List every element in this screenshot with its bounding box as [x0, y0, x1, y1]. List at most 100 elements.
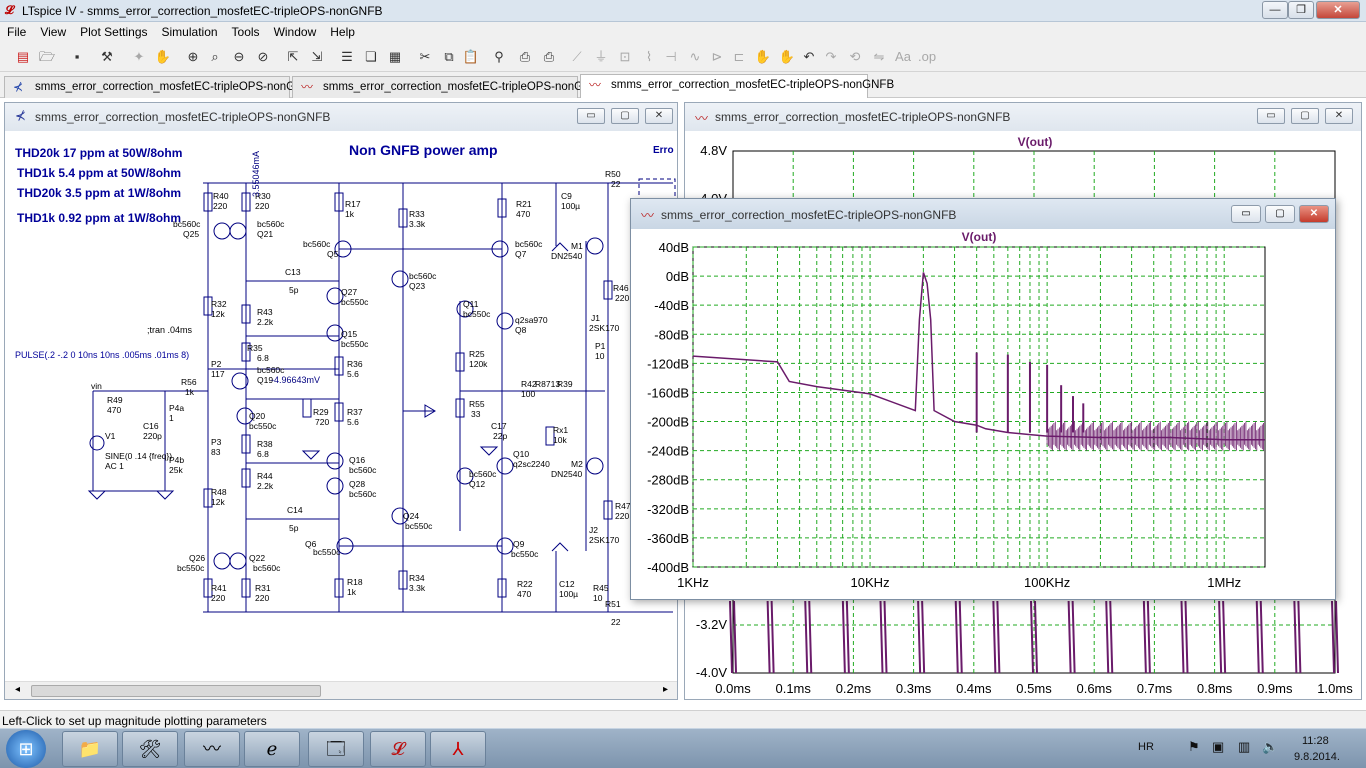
component-label[interactable]: R51	[605, 599, 621, 609]
component-label[interactable]: R41	[211, 583, 227, 593]
minimize-button[interactable]: —	[1262, 1, 1288, 19]
component-label[interactable]: R37	[347, 407, 363, 417]
component-label[interactable]: Q10	[513, 449, 529, 459]
component-label[interactable]: R50	[605, 169, 621, 179]
zoom-cancel-icon[interactable]: ⊘	[257, 49, 269, 64]
menu-simulation[interactable]: Simulation	[161, 25, 218, 39]
component-label[interactable]: R56	[181, 377, 197, 387]
ground-icon[interactable]: ⏚	[594, 49, 608, 64]
drag-icon[interactable]: ✋	[778, 49, 796, 64]
component-label[interactable]: R8713	[535, 379, 560, 389]
component-label[interactable]: R22	[517, 579, 533, 589]
component-label[interactable]: R40	[213, 191, 229, 201]
component-label[interactable]: C13	[285, 267, 301, 277]
component-label[interactable]: 220	[615, 511, 629, 521]
flag-icon[interactable]: ⚑	[1188, 739, 1200, 754]
network-icon[interactable]: ▥	[1238, 739, 1251, 754]
mirror-icon[interactable]: ⇋	[873, 49, 885, 64]
start-button[interactable]: ⊞	[6, 730, 46, 768]
component-label[interactable]: C17	[491, 421, 507, 431]
pulse-directive[interactable]: PULSE(.2 -.2 0 10ns 10ns .005ms .01ms 8)	[15, 350, 189, 360]
component-label[interactable]: 100µ	[559, 589, 578, 599]
ie-taskbar-icon[interactable]: ℯ	[244, 731, 300, 767]
schematic-horizontal-scrollbar[interactable]: ◂ ▸	[5, 681, 677, 699]
component-label[interactable]: 6.8	[257, 353, 269, 363]
menu-plot-settings[interactable]: Plot Settings	[80, 25, 148, 39]
component-label[interactable]: 5.6	[347, 369, 359, 379]
menu-view[interactable]: View	[40, 25, 67, 39]
component-label[interactable]: q2sc2240	[513, 459, 550, 469]
schematic-close-button[interactable]: ✕	[645, 108, 673, 124]
component-label[interactable]: 3.3k	[409, 583, 426, 593]
scrollbar-thumb[interactable]	[31, 685, 321, 697]
component-label[interactable]: R33	[409, 209, 425, 219]
component-label[interactable]: 5.6	[347, 417, 359, 427]
component-label[interactable]: 5p	[289, 285, 299, 295]
component-label[interactable]: 220	[255, 201, 269, 211]
component-label[interactable]: 220	[213, 201, 227, 211]
component-label[interactable]: R31	[255, 583, 271, 593]
run-icon[interactable]: ✦	[133, 49, 145, 64]
device-icon[interactable]: ▣	[1212, 739, 1225, 754]
component-label[interactable]: Q7	[515, 249, 527, 259]
zoom-out-icon[interactable]: ⊖	[233, 49, 245, 64]
component-label[interactable]: R48	[211, 487, 227, 497]
component-label[interactable]: R55	[469, 399, 485, 409]
component-label[interactable]: 100µ	[561, 201, 580, 211]
component-label[interactable]: bc550c	[463, 309, 491, 319]
component-label[interactable]: q2sa970	[515, 315, 548, 325]
component-label[interactable]: 720	[315, 417, 329, 427]
component-label[interactable]: C14	[287, 505, 303, 515]
component-label[interactable]: R34	[409, 573, 425, 583]
component-label[interactable]: 12k	[211, 497, 225, 507]
rotate-icon[interactable]: ⟲	[849, 49, 861, 64]
ltspice-taskbar-icon[interactable]: 𝓛	[370, 731, 426, 767]
fft-close-button[interactable]: ✕	[1299, 205, 1329, 223]
component-label[interactable]: 6.8	[257, 449, 269, 459]
component-label[interactable]: 120k	[469, 359, 488, 369]
component-label[interactable]: 10k	[553, 435, 567, 445]
component-label[interactable]: R46	[613, 283, 629, 293]
tile-vertical-icon[interactable]: ▦	[388, 49, 402, 64]
component-label[interactable]: R43	[257, 307, 273, 317]
component-label[interactable]: J1	[591, 313, 600, 323]
component-label[interactable]: P2	[211, 359, 222, 369]
wire-icon[interactable]: ⟋	[572, 49, 582, 64]
tab-fft-plot[interactable]: 〰smms_error_correction_mosfetEC-tripleOP…	[580, 74, 894, 98]
component-label[interactable]: C12	[559, 579, 575, 589]
component-label[interactable]: bc550c	[405, 521, 433, 531]
component-label[interactable]: Q23	[409, 281, 425, 291]
component-label[interactable]: Q22	[249, 553, 265, 563]
text-icon[interactable]: Aa	[895, 49, 911, 64]
component-label[interactable]: Q20	[249, 411, 265, 421]
component-label[interactable]: R38	[257, 439, 273, 449]
scroll-right-icon[interactable]: ▸	[663, 684, 669, 695]
inductor-icon[interactable]: ∿	[689, 49, 701, 64]
component-label[interactable]: bc550c	[341, 297, 369, 307]
component-label[interactable]: Q28	[349, 479, 365, 489]
component-label[interactable]: bc550c	[313, 547, 341, 557]
menu-file[interactable]: File	[7, 25, 27, 39]
undo-icon[interactable]: ↶	[803, 49, 815, 64]
component-label[interactable]: 220	[255, 593, 269, 603]
clock-date[interactable]: 9.8.2014.	[1294, 751, 1340, 763]
component-label[interactable]: Q24	[403, 511, 419, 521]
component-label[interactable]: Q27	[341, 287, 357, 297]
autorange-icon[interactable]: ⇱	[287, 49, 299, 64]
control-panel-icon[interactable]: ⚒	[101, 49, 113, 64]
menu-help[interactable]: Help	[330, 25, 355, 39]
component-label[interactable]: 1k	[347, 587, 357, 597]
component-label[interactable]: 2SK170	[589, 323, 620, 333]
component-label[interactable]: Q19	[257, 375, 273, 385]
component-label[interactable]: DN2540	[551, 469, 582, 479]
component-label[interactable]: 220	[615, 293, 629, 303]
component-label[interactable]: P4a	[169, 403, 184, 413]
component-label[interactable]: 10	[593, 593, 603, 603]
component-label[interactable]: 100	[521, 389, 535, 399]
print-icon[interactable]: ⎙	[543, 49, 555, 64]
menu-tools[interactable]: Tools	[231, 25, 260, 39]
component-label[interactable]: bc550c	[341, 339, 369, 349]
schematic-maximize-button[interactable]: ▢	[611, 108, 639, 124]
tab-transient-plot[interactable]: 〰smms_error_correction_mosfetEC-tripleOP…	[292, 76, 606, 98]
